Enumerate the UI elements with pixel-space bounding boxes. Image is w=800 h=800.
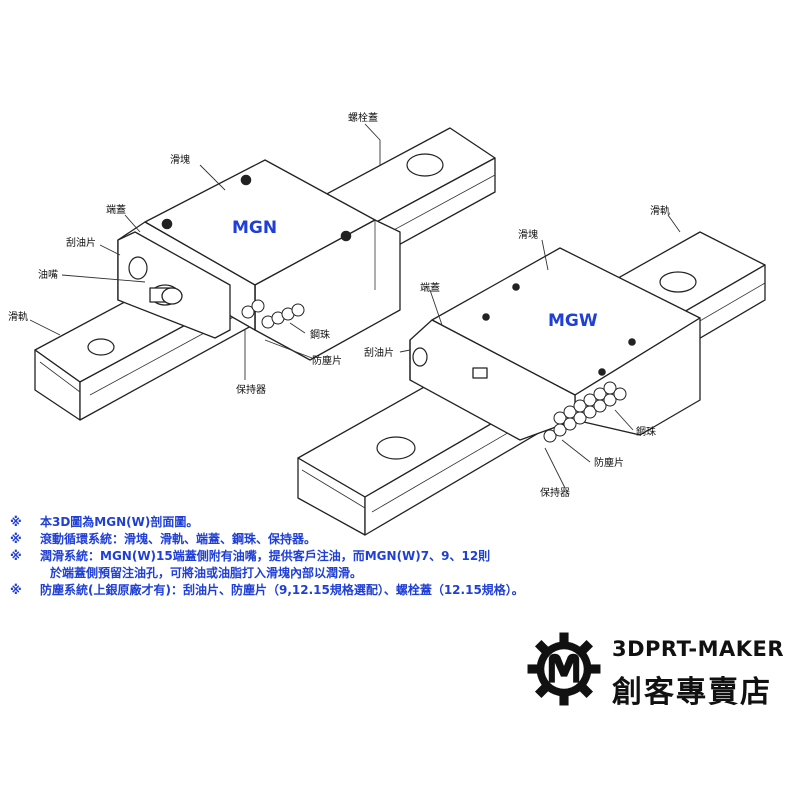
mgn-assembly: MGN 螺栓蓋 滑塊 端蓋 刮油片 油嘴 滑軌 鋼珠 防塵片 保持器 <box>8 111 496 421</box>
note-text: 滾動循環系統：滑塊、滑軌、端蓋、鋼珠、保持器。 <box>40 532 317 546</box>
mgn-label-dust-seal: 防塵片 <box>312 354 342 367</box>
gear-m-logo-icon <box>527 632 601 706</box>
note-mark: ※ <box>10 515 22 529</box>
mgw-label-dust-seal: 防塵片 <box>594 456 624 469</box>
note-line-3: ※ 潤滑系統：MGN(W)15端蓋側附有油嘴，提供客戶注油，而MGN(W)7、9… <box>10 548 710 565</box>
mgn-label-rail: 滑軌 <box>8 310 28 323</box>
mgn-label-grease-nipple: 油嘴 <box>38 268 58 281</box>
note-line-2: ※ 滾動循環系統：滑塊、滑軌、端蓋、鋼珠、保持器。 <box>10 531 710 548</box>
note-text: 防塵系統(上銀原廠才有)：刮油片、防塵片（9,12.15規格選配）、螺栓蓋（12… <box>40 583 524 597</box>
mgw-label-end-cap: 端蓋 <box>420 281 440 294</box>
note-line-4: ※ 防塵系統(上銀原廠才有)：刮油片、防塵片（9,12.15規格選配）、螺栓蓋（… <box>10 582 710 599</box>
mgn-steel-balls <box>241 299 305 329</box>
mgn-label-retainer: 保持器 <box>236 383 266 396</box>
note-mark: ※ <box>10 583 22 597</box>
mgw-model-label: MGW <box>548 311 598 331</box>
brand-block: 3DPRT-MAKER 創客專賣店 <box>520 625 800 720</box>
mgw-label-steel-ball: 鋼珠 <box>636 425 656 438</box>
mgw-assembly: MGW 滑軌 滑塊 端蓋 刮油片 鋼珠 防塵片 保持器 <box>297 204 766 536</box>
mgn-grease-nipple <box>149 284 183 306</box>
mgn-label-steel-ball: 鋼珠 <box>310 328 330 341</box>
note-mark: ※ <box>10 549 22 563</box>
mgw-label-rail: 滑軌 <box>650 204 670 217</box>
notes-block: ※ 本3D圖為MGN(W)剖面圖。 ※ 滾動循環系統：滑塊、滑軌、端蓋、鋼珠、保… <box>10 514 710 599</box>
note-text: 潤滑系統：MGN(W)15端蓋側附有油嘴，提供客戶注油，而MGN(W)7、9、1… <box>40 549 491 563</box>
mgn-label-scraper: 刮油片 <box>66 236 96 249</box>
note-mark: ※ <box>10 532 22 546</box>
brand-name-en: 3DPRT-MAKER <box>612 637 785 661</box>
mgn-label-end-cap: 端蓋 <box>106 203 126 216</box>
mgn-label-block: 滑塊 <box>170 153 190 166</box>
note-text: 本3D圖為MGN(W)剖面圖。 <box>40 515 199 529</box>
mgw-label-block: 滑塊 <box>518 228 538 241</box>
mgn-block <box>117 159 401 361</box>
note-line-3-continued: 於端蓋側預留注油孔，可將油或油脂打入滑塊內部以潤滑。 <box>50 566 363 580</box>
mgw-steel-balls <box>543 381 627 443</box>
brand-name-zh: 創客專賣店 <box>612 675 772 710</box>
mgw-label-scraper: 刮油片 <box>364 346 394 359</box>
mgw-label-retainer: 保持器 <box>540 486 570 499</box>
mgn-model-label: MGN <box>232 218 277 238</box>
mgn-label-bolt-cap: 螺栓蓋 <box>348 111 378 124</box>
note-line-1: ※ 本3D圖為MGN(W)剖面圖。 <box>10 514 710 531</box>
